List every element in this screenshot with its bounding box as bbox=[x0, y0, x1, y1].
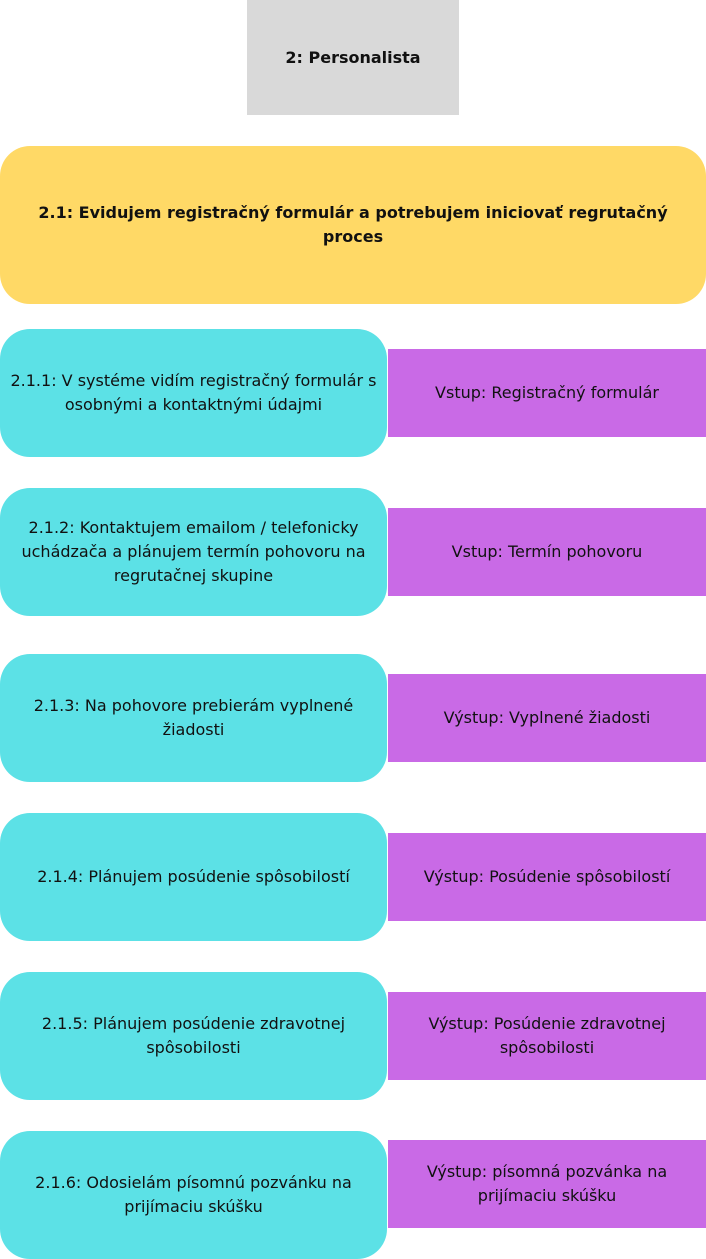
io-box-2-1-1: Vstup: Registračný formulár bbox=[388, 349, 706, 437]
io-label: Výstup: písomná pozvánka na prijímaciu s… bbox=[426, 1162, 668, 1205]
step-box-2-1-1: 2.1.1: V systéme vidím registračný formu… bbox=[0, 329, 387, 457]
step-box-2-1-2: 2.1.2: Kontaktujem emailom / telefonicky… bbox=[0, 488, 387, 616]
main-task-box: 2.1: Evidujem registračný formulár a pot… bbox=[0, 146, 706, 304]
step-label: 2.1.6: Odosielám písomnú pozvánku na pri… bbox=[35, 1173, 352, 1216]
io-box-2-1-2: Vstup: Termín pohovoru bbox=[388, 508, 706, 596]
role-label: 2: Personalista bbox=[285, 47, 421, 67]
io-box-2-1-6: Výstup: písomná pozvánka na prijímaciu s… bbox=[388, 1140, 706, 1228]
step-label: 2.1.2: Kontaktujem emailom / telefonicky… bbox=[21, 518, 366, 585]
step-label: 2.1.3: Na pohovore prebierám vyplnené ži… bbox=[33, 696, 354, 739]
step-label: 2.1.4: Plánujem posúdenie spôsobilostí bbox=[37, 867, 350, 886]
step-box-2-1-6: 2.1.6: Odosielám písomnú pozvánku na pri… bbox=[0, 1131, 387, 1259]
step-label: 2.1.5: Plánujem posúdenie zdravotnej spô… bbox=[41, 1014, 346, 1057]
io-label: Vstup: Termín pohovoru bbox=[451, 542, 643, 561]
io-label: Vstup: Registračný formulár bbox=[435, 383, 659, 402]
io-box-2-1-4: Výstup: Posúdenie spôsobilostí bbox=[388, 833, 706, 921]
io-label: Výstup: Posúdenie zdravotnej spôsobilost… bbox=[428, 1014, 666, 1057]
io-box-2-1-5: Výstup: Posúdenie zdravotnej spôsobilost… bbox=[388, 992, 706, 1080]
step-box-2-1-3: 2.1.3: Na pohovore prebierám vyplnené ži… bbox=[0, 654, 387, 782]
step-label: 2.1.1: V systéme vidím registračný formu… bbox=[10, 371, 377, 414]
io-label: Výstup: Posúdenie spôsobilostí bbox=[423, 867, 671, 886]
step-box-2-1-4: 2.1.4: Plánujem posúdenie spôsobilostí bbox=[0, 813, 387, 941]
step-box-2-1-5: 2.1.5: Plánujem posúdenie zdravotnej spô… bbox=[0, 972, 387, 1100]
main-task-label: 2.1: Evidujem registračný formulár a pot… bbox=[38, 203, 668, 246]
io-box-2-1-3: Výstup: Vyplnené žiadosti bbox=[388, 674, 706, 762]
role-box: 2: Personalista bbox=[247, 0, 459, 115]
io-label: Výstup: Vyplnené žiadosti bbox=[443, 708, 651, 727]
